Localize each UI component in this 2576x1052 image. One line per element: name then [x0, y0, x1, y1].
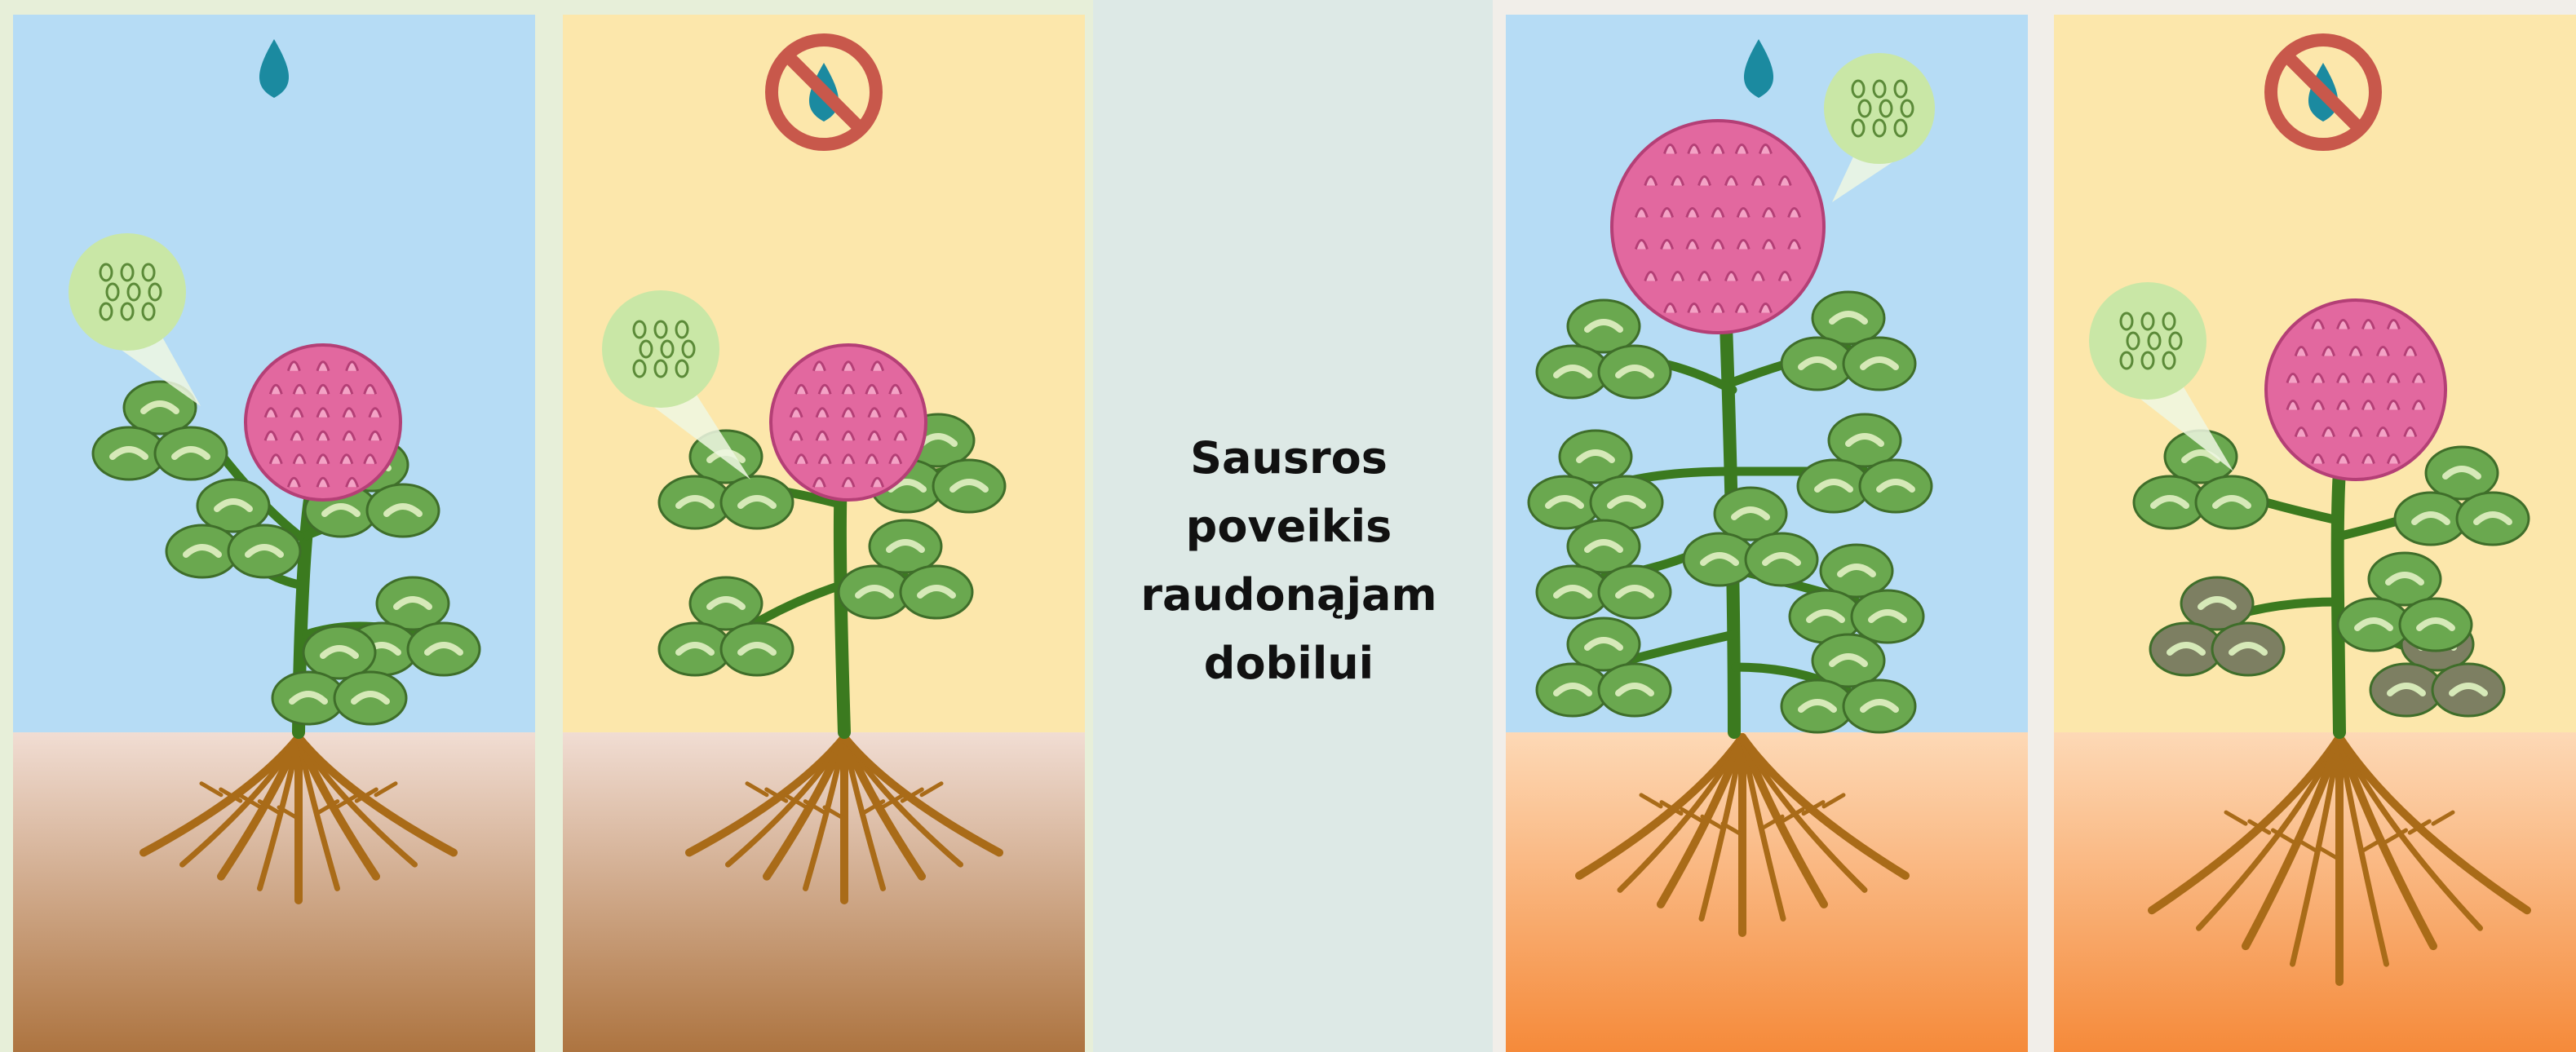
clover-illustration: [13, 15, 535, 1052]
diagram-title: Sausros poveikis raudonąjam dobilui: [1085, 424, 1493, 698]
title-line-1: Sausros poveikis: [1085, 424, 1493, 561]
clover-illustration: [563, 15, 1085, 1052]
title-line-2: raudonąjam: [1085, 561, 1493, 630]
clover-flower: [1612, 121, 1824, 333]
clover-illustration: [2054, 15, 2576, 1052]
panel-1: [13, 15, 535, 1052]
clover-flower: [246, 345, 401, 500]
clover-illustration: [1506, 15, 2028, 1052]
panel-2: [563, 15, 1085, 1052]
clover-flower: [2266, 300, 2445, 480]
panel-3: [1506, 15, 2028, 1052]
title-line-3: dobilui: [1085, 630, 1493, 698]
clover-flower: [771, 345, 926, 500]
panel-4: [2054, 15, 2576, 1052]
